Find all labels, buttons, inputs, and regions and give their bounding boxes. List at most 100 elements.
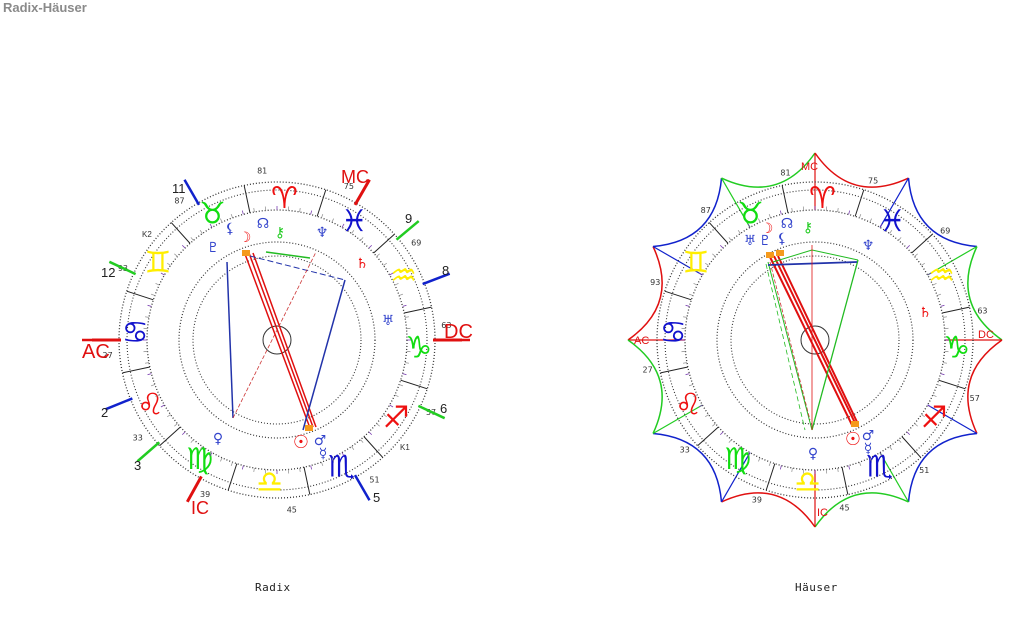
degree-tick (331, 457, 334, 462)
planet-venus-icon: ♀ (808, 446, 818, 462)
planet-sun-icon: ☉ (293, 432, 309, 453)
house-outline-segment (627, 246, 663, 341)
degree-tick (932, 394, 937, 397)
sign-boundary (122, 366, 150, 374)
marker-k2: K2 (142, 230, 152, 239)
aspect-line (767, 261, 813, 431)
degree-tick (383, 414, 387, 418)
house-number-2: 2 (101, 405, 108, 420)
degree-tick (167, 262, 171, 266)
degree-label: 39 (752, 496, 762, 505)
degree-tick (737, 230, 741, 234)
degree-tick (906, 431, 911, 436)
degree-tick (241, 465, 244, 470)
degree-tick (914, 253, 918, 257)
house-cusp (183, 179, 201, 206)
sign-boundary (159, 426, 181, 447)
house-number-6: 6 (440, 401, 447, 416)
planet-mars-icon: ♂ (314, 433, 327, 449)
house-cusp (185, 475, 203, 503)
sign-boundary (404, 306, 432, 314)
house-cusp (879, 177, 910, 228)
degree-tick (402, 373, 407, 376)
degree-tick (389, 272, 394, 276)
degree-tick (937, 293, 942, 296)
sign-glyph-sagittarius: ♐ (921, 400, 948, 435)
house-outline-segment (652, 177, 723, 248)
sign-boundary (243, 185, 251, 213)
outer-degree-ring-inner (126, 189, 428, 491)
sign-glyph-aries: ♈ (809, 181, 836, 216)
degree-label: 45 (287, 505, 297, 514)
house-outline-segment (967, 246, 1003, 341)
orange-marker (851, 421, 859, 427)
planet-saturn-icon: ♄ (356, 256, 369, 272)
degree-tick (209, 223, 213, 228)
house-outline-segment (907, 432, 978, 503)
house-cusp (353, 179, 371, 206)
degree-tick (399, 293, 404, 296)
degree-tick (879, 223, 883, 228)
degree-tick (160, 404, 165, 408)
degree-tick (310, 465, 313, 470)
degree-tick (747, 452, 751, 457)
degree-tick (758, 457, 761, 462)
degree-tick (869, 457, 872, 462)
sign-boundary (303, 467, 311, 495)
aspect-line (769, 261, 811, 421)
degree-tick (150, 384, 155, 387)
degree-tick (705, 262, 709, 266)
aspect-line (244, 253, 311, 429)
aspect-line (769, 256, 853, 426)
planet-moon-icon: ☽ (239, 230, 252, 246)
degree-tick (230, 213, 233, 218)
planet-chiron-icon: ⚷ (803, 220, 813, 236)
house-cusp (108, 260, 137, 276)
sign-boundary (316, 189, 327, 217)
degree-tick (404, 362, 410, 364)
house-outline-segment (721, 492, 816, 528)
degree-tick (889, 446, 893, 450)
degree-tick (368, 431, 373, 436)
degree-tick (768, 462, 771, 467)
degree-tick (942, 316, 948, 318)
orange-marker (776, 250, 784, 256)
degree-label: 81 (257, 167, 267, 176)
degree-label: 27 (642, 366, 652, 375)
degree-label: 51 (369, 475, 379, 484)
sign-glyph-aquarius: ♒ (390, 259, 417, 294)
degree-tick (399, 384, 404, 387)
degree-tick (181, 244, 186, 249)
house-cusp (422, 272, 451, 286)
degree-tick (220, 218, 223, 223)
planet-lilith-icon: ⚸ (225, 221, 235, 237)
planet-ring (716, 241, 914, 439)
degree-label: 63 (977, 306, 987, 315)
aspect-line (777, 255, 859, 425)
house-cusp (105, 397, 133, 411)
house-cusp (395, 220, 420, 241)
degree-tick (688, 384, 693, 387)
houses-caption: Häuser (795, 581, 838, 594)
sign-glyph-cancer: ♋ (660, 316, 687, 351)
aspect-line (226, 261, 234, 419)
degree-tick (389, 404, 394, 408)
degree-tick (394, 283, 399, 286)
sign-glyph-scorpio: ♏ (866, 450, 893, 485)
degree-tick (190, 237, 194, 241)
degree-tick (768, 213, 771, 218)
degree-tick (253, 207, 255, 213)
planet-venus-icon: ♀ (213, 431, 223, 447)
aspect-line (249, 255, 346, 281)
planet-neptune-icon: ♆ (862, 238, 875, 254)
aspect-line (248, 252, 314, 428)
degree-tick (220, 457, 223, 462)
sign-glyph-capricorn: ♑ (943, 330, 970, 365)
sign-glyph-taurus: ♉ (737, 196, 764, 231)
degree-tick (927, 272, 932, 276)
degree-tick (698, 272, 703, 276)
house-cusp (927, 404, 978, 435)
degree-label: 39 (200, 490, 210, 499)
house-cusp (353, 474, 371, 501)
aspect-line (767, 261, 858, 266)
